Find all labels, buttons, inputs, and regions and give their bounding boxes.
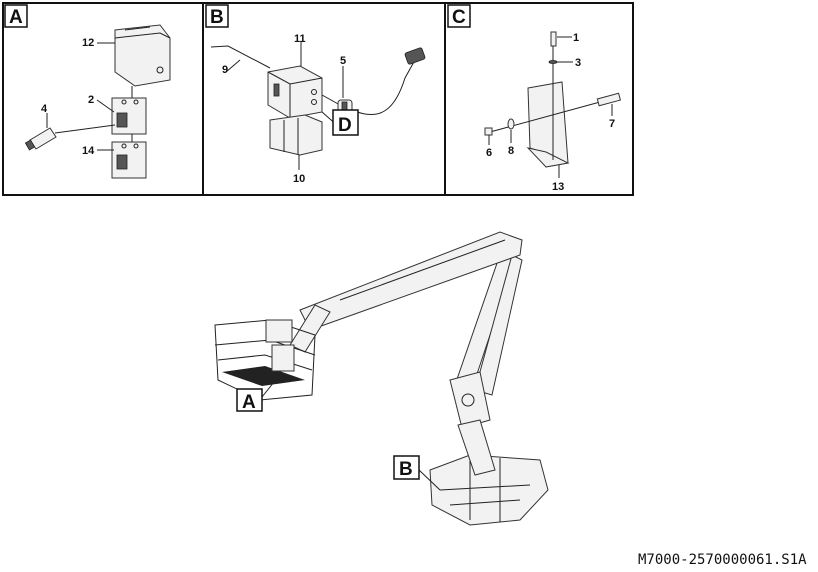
platform-basket — [214, 319, 316, 401]
callout-2: 2 — [88, 94, 94, 106]
panel-b: B D 11 9 5 10 — [205, 4, 426, 185]
panel-a-title: A — [9, 7, 23, 28]
callout-5: 5 — [340, 55, 346, 67]
panel-b-title-box — [205, 4, 229, 28]
marker-a: A — [242, 392, 256, 413]
drawing-reference-caption: M7000-2570000061.S1A — [638, 552, 807, 568]
panel-b-title: B — [210, 7, 224, 28]
callout-9: 9 — [222, 64, 228, 76]
panel-frame — [2, 2, 634, 196]
bolt-part-7 — [596, 92, 622, 107]
washer-part-3 — [548, 60, 558, 64]
screw-part-1 — [550, 31, 557, 47]
callout-1: 1 — [573, 32, 579, 44]
callout-7: 7 — [609, 118, 615, 130]
battery-pack-part-10 — [269, 114, 323, 156]
panel-c: C 1 3 7 6 8 13 — [447, 4, 622, 193]
panel-a-title-box — [4, 4, 28, 28]
callout-12: 12 — [82, 37, 94, 49]
connector-part-4 — [24, 127, 57, 151]
gland-part-5 — [337, 99, 353, 113]
switch-box-14 — [111, 141, 147, 179]
marker-b: B — [399, 459, 413, 480]
cable-harness — [351, 59, 416, 115]
panel-c-title: C — [452, 7, 466, 28]
control-box-part-11 — [267, 65, 323, 119]
cover-part-12 — [114, 24, 171, 87]
bracket-part-13 — [526, 81, 570, 168]
panel-c-title-box — [447, 4, 471, 28]
callout-8: 8 — [508, 145, 514, 157]
callout-10: 10 — [293, 173, 305, 185]
switch-box-2 — [111, 97, 147, 135]
callout-6: 6 — [486, 147, 492, 159]
detail-d-box — [332, 109, 359, 136]
callout-4: 4 — [41, 103, 48, 115]
detail-d-label: D — [338, 115, 352, 136]
aerial-lift-illustration — [214, 231, 549, 526]
cable-part-9 — [210, 45, 271, 69]
callout-14: 14 — [82, 145, 95, 157]
washer-part-8 — [507, 118, 515, 130]
plug-connector — [404, 47, 426, 65]
callout-13: 13 — [552, 181, 564, 193]
panel-a: A 12 2 4 14 — [4, 4, 171, 179]
callout-11: 11 — [294, 33, 306, 45]
callout-3: 3 — [575, 57, 581, 69]
marker-a-box — [236, 388, 263, 412]
marker-b-box — [393, 455, 420, 480]
nut-part-6 — [484, 127, 493, 136]
